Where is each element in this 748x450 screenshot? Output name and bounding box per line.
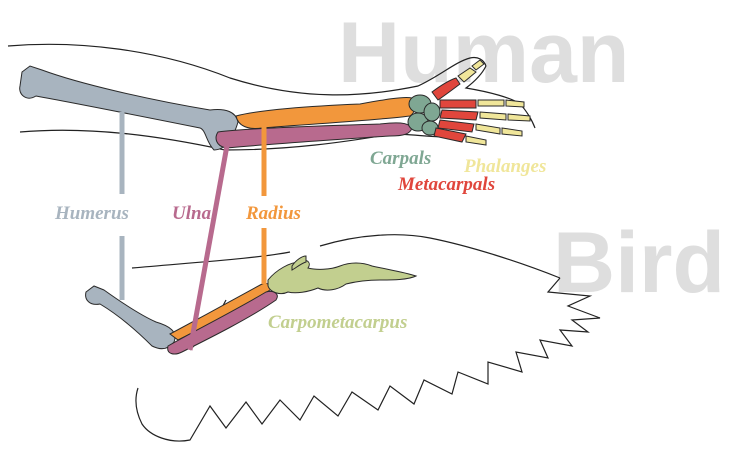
bird-ulna-bone xyxy=(167,291,278,355)
carpals-label: Carpals xyxy=(370,148,431,169)
carpometacarpus-label: Carpometacarpus xyxy=(268,312,407,333)
metacarpals-label: Metacarpals xyxy=(397,174,495,195)
human-carpals-bones xyxy=(407,94,441,136)
human-arm-outline xyxy=(7,43,536,151)
bird-title: Bird xyxy=(553,215,725,311)
human-phalanges-bones xyxy=(457,59,531,146)
humerus-label: Humerus xyxy=(54,203,129,224)
phalanges-label: Phalanges xyxy=(463,156,546,177)
radius-label: Radius xyxy=(245,203,301,224)
bird-carpometacarpus-bone xyxy=(267,255,418,295)
human-metacarpals-bones xyxy=(431,77,479,143)
connector-lines xyxy=(119,112,267,351)
ulna-label: Ulna xyxy=(172,203,212,224)
ulna-connector xyxy=(187,139,231,351)
human-humerus-bone xyxy=(19,65,239,151)
human-title: Human xyxy=(338,5,629,101)
bird-humerus-bone xyxy=(85,285,176,350)
